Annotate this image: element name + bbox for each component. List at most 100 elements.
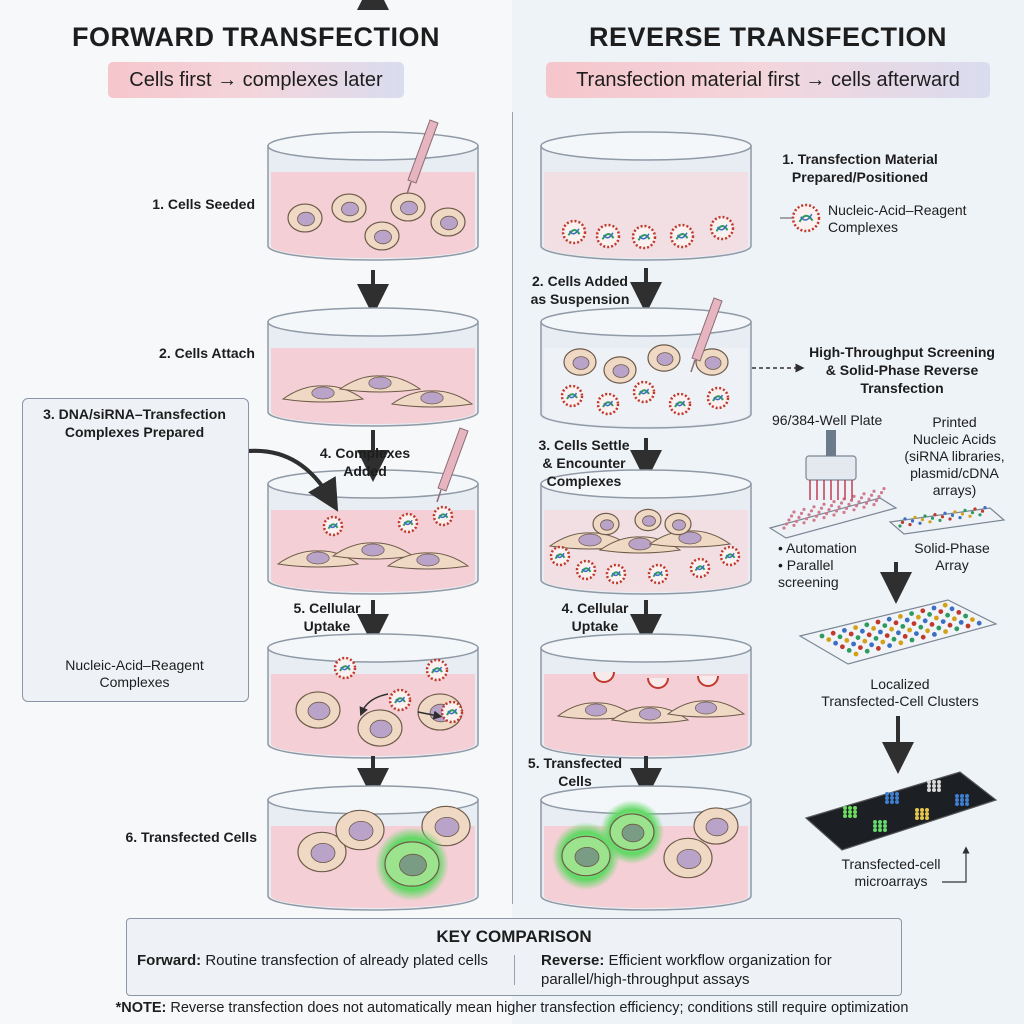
forward-dish-2 [267, 307, 479, 427]
reverse-step-2: 2. Cells Added as Suspension [530, 273, 630, 307]
printed-array-slide [798, 599, 998, 665]
solid-phase-array-slide [888, 506, 1006, 535]
complex-on-surface [647, 563, 669, 585]
forward-step-4: 4. Complexes Added [319, 445, 411, 479]
endocytic-vesicle [697, 675, 719, 687]
pipette-2 [436, 427, 469, 503]
well-plate-96-384 [768, 487, 898, 539]
clusters-label: Localized Transfected-Cell Clusters [821, 676, 979, 709]
reverse-step-1: 1. Transfection Material Prepared/Positi… [782, 151, 938, 185]
uptake-arrow [359, 693, 389, 717]
reverse-dish-4 [540, 633, 752, 759]
attached-cell [390, 390, 474, 408]
uptake-arrow [417, 710, 443, 720]
robotic-pipetting-head [805, 430, 857, 500]
uptake-cell-reverse [610, 706, 690, 724]
complex-legend-icon [791, 203, 821, 233]
complex-particle [322, 515, 344, 537]
suspended-cell [563, 348, 597, 376]
transfected-cell-green [600, 800, 664, 864]
suspended-cell [695, 348, 729, 376]
uptake-cell-reverse [666, 700, 746, 718]
complex-on-surface [549, 545, 571, 567]
key-forward-label: Forward: [137, 952, 202, 969]
attached-cell [331, 542, 415, 560]
key-title: KEY COMPARISON [436, 927, 592, 946]
transfected-cell [297, 831, 347, 873]
complex-on-surface [706, 386, 730, 410]
complex-on-surface [605, 563, 627, 585]
automation-bullets: • Automation • Parallel screening [778, 540, 857, 590]
complex-on-surface [596, 392, 620, 416]
reverse-complex-label: Nucleic-Acid–Reagent Complexes [828, 202, 967, 235]
panel-divider [512, 112, 513, 904]
complex-on-surface [689, 557, 711, 579]
key-separator [514, 955, 515, 985]
reverse-title: REVERSE TRANSFECTION [588, 22, 948, 52]
complex-on-surface [669, 223, 695, 249]
plate-label: 96/384-Well Plate [772, 412, 883, 428]
complex-particle [440, 700, 464, 724]
forward-step-3: 3. DNA/siRNA–Transfection Complexes Prep… [43, 406, 226, 440]
suspended-cell [647, 344, 681, 372]
complex-on-surface [668, 392, 692, 416]
complex-on-surface [561, 219, 587, 245]
reverse-dish-1 [540, 131, 752, 261]
reverse-step-5: 5. Transfected Cells [527, 755, 623, 789]
hts-title: High-Throughput Screening & Solid-Phase … [809, 344, 995, 396]
endocytic-vesicle [593, 671, 615, 683]
settling-round-cell [634, 508, 662, 532]
settling-round-cell [664, 512, 692, 536]
complex-on-surface [575, 559, 597, 581]
reverse-step-3: 3. Cells Settle & Encounter Complexes [538, 437, 630, 489]
key-forward-text: Routine transfection of already plated c… [201, 952, 489, 969]
footnote: *NOTE: Reverse transfection does not aut… [0, 1000, 1024, 1016]
key-reverse-text: Efficient workflow organization for para… [541, 952, 832, 988]
complex-on-surface [709, 215, 735, 241]
transfected-cell-green [375, 827, 449, 901]
transfected-cell [693, 807, 739, 845]
complex-particle [333, 656, 357, 680]
transfected-cell-microarray [804, 771, 998, 851]
key-reverse-label: Reverse: [541, 952, 605, 969]
attached-cell [386, 552, 470, 570]
complex-on-surface [719, 545, 741, 567]
forward-step-1: 1. Cells Seeded [152, 196, 255, 212]
reverse-subtitle: Transfection material first → cells afte… [546, 62, 990, 98]
seeded-cell [331, 193, 367, 223]
forward-title: FORWARD TRANSFECTION [72, 22, 440, 52]
uptake-cell [357, 709, 403, 747]
forward-step-2: 2. Cells Attach [159, 345, 255, 361]
key-reverse: Reverse: Efficient workflow organization… [541, 951, 891, 989]
seeded-cell [430, 207, 466, 237]
complex-particle [388, 688, 412, 712]
uptake-cell [295, 691, 341, 729]
microarray-leader [942, 846, 970, 883]
forward-step-5: 5. Cellular Uptake [293, 600, 361, 634]
forward-subtitle: Cells first → complexes later [108, 62, 404, 98]
uptake-cell-reverse [556, 702, 636, 720]
solid-phase-array-label: Solid-Phase Array [914, 540, 990, 573]
pipette-1 [406, 119, 439, 195]
settling-round-cell [592, 512, 620, 536]
seeded-cell [364, 221, 400, 251]
endocytic-vesicle [647, 677, 669, 689]
reverse-step-4: 4. Cellular Uptake [561, 600, 629, 634]
complex-on-surface [631, 224, 657, 250]
forward-complex-label: Nucleic-Acid–Reagent Complexes [65, 657, 204, 690]
transfected-cell [663, 837, 713, 879]
key-comparison-box: KEY COMPARISON Forward: Routine transfec… [126, 918, 902, 996]
complex-on-surface [560, 384, 584, 408]
settling-cell [648, 530, 732, 548]
complex-on-surface [632, 380, 656, 404]
forward-dish-1 [267, 131, 479, 261]
attached-cell [338, 375, 422, 393]
complex-preparation-box [22, 398, 249, 702]
microarray-label: Transfected-cell microarrays [841, 856, 941, 889]
forward-step-6: 6. Transfected Cells [125, 829, 257, 845]
complex-on-surface [595, 223, 621, 249]
note-label: *NOTE: [115, 1000, 167, 1016]
complex-particle [397, 512, 419, 534]
complex-particle [425, 658, 449, 682]
